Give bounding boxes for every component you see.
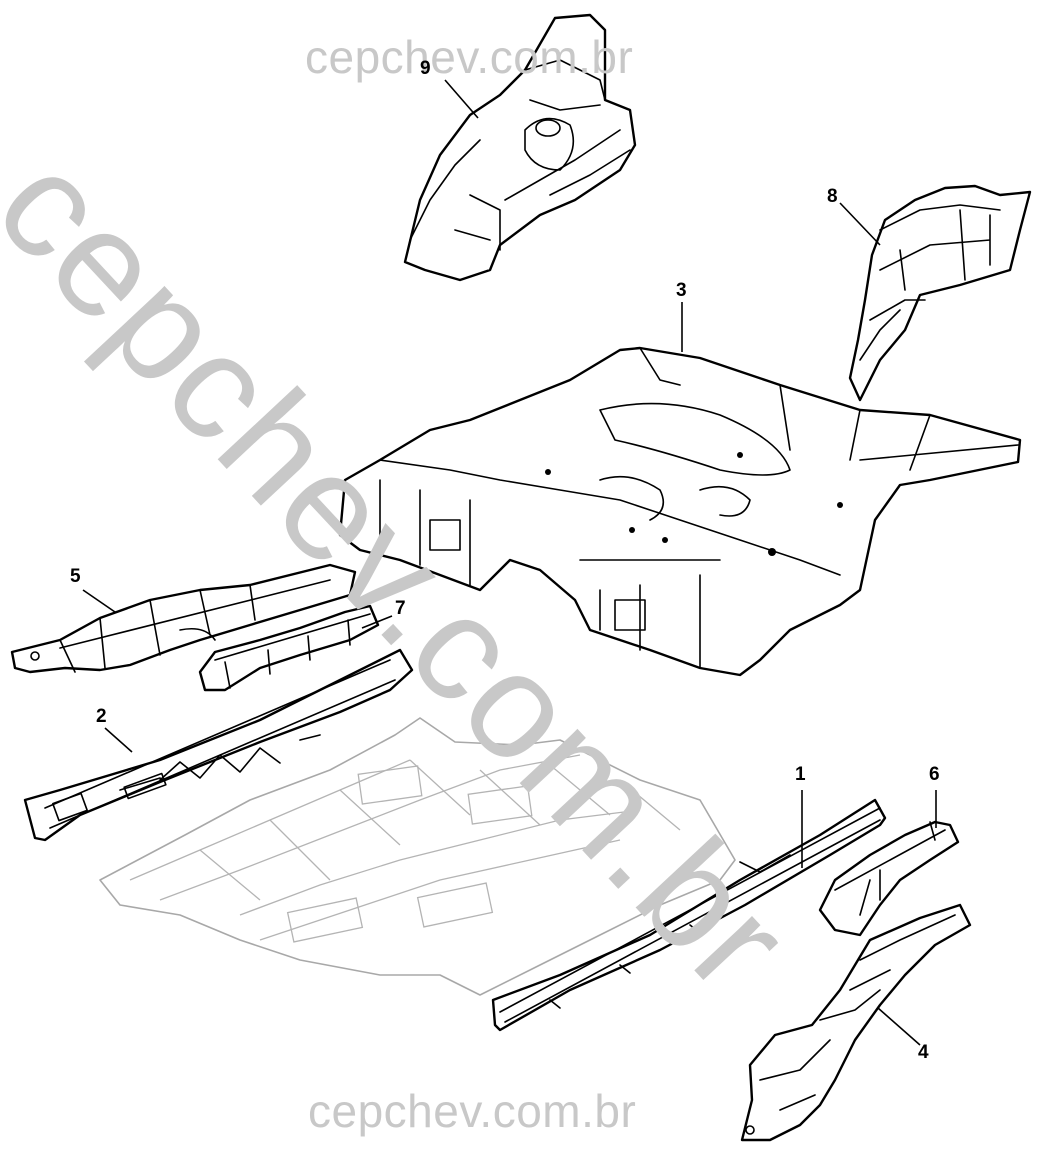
callout-2: 2 <box>96 706 107 727</box>
callout-5: 5 <box>70 566 81 587</box>
callout-4: 4 <box>918 1042 929 1063</box>
callout-7: 7 <box>395 598 406 619</box>
watermark-bottom: cepchev.com.br <box>308 1085 637 1137</box>
part-7-floor-reinforcement <box>198 604 380 692</box>
part-2-left-rocker <box>23 648 414 842</box>
leader-lines <box>82 79 937 1046</box>
callout-3: 3 <box>676 280 687 301</box>
part-5-front-rail <box>10 563 357 674</box>
callout-6: 6 <box>929 764 940 785</box>
callout-1: 1 <box>795 764 806 785</box>
front-floor-pan-outline <box>99 717 736 996</box>
callout-8: 8 <box>827 186 838 207</box>
part-3-rear-floor-pan <box>338 346 1022 677</box>
watermark-top: cepchev.com.br <box>305 31 634 83</box>
part-9-rear-wheelhouse-upper <box>403 13 637 282</box>
part-4-rear-rail <box>740 903 972 1142</box>
part-1-right-rocker <box>491 798 887 1032</box>
callout-9: 9 <box>420 58 431 79</box>
part-6-bracket <box>818 820 960 937</box>
part-8-rear-wheelhouse <box>848 184 1032 402</box>
